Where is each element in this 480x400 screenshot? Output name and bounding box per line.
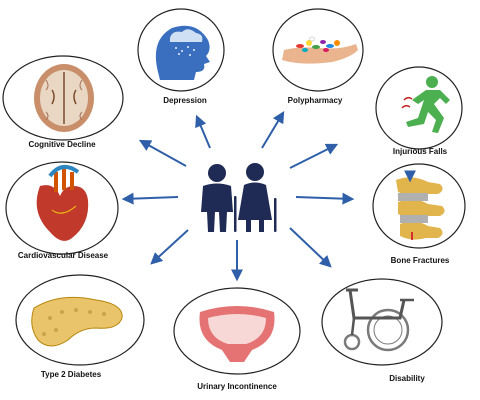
node-type-2-diabetes — [15, 274, 145, 366]
node-urinary-incontinence — [173, 287, 301, 375]
label-depression: Depression — [163, 96, 207, 105]
arrow-polypharmacy — [261, 110, 285, 149]
label-bone-fractures: Bone Fractures — [390, 256, 450, 265]
spine-vertebrae-icon — [396, 170, 445, 240]
arrow-cardiovascular-disease — [121, 192, 179, 205]
label-urinary-incontinence: Urinary Incontinence — [197, 382, 277, 391]
wheelchair-icon — [343, 288, 414, 352]
node-cardiovascular-disease — [5, 161, 119, 255]
pancreas-icon — [31, 296, 123, 347]
node-polypharmacy — [272, 8, 364, 92]
label-cognitive-decline: Cognitive Decline — [28, 140, 96, 149]
node-injurious-falls — [375, 66, 463, 150]
label-injurious-falls: Injurious Falls — [392, 147, 448, 156]
falling-person-icon — [401, 76, 450, 133]
label-disability: Disability — [389, 374, 425, 383]
hand-pills-icon — [282, 36, 358, 64]
arrows — [121, 110, 355, 282]
arrow-bone-fractures — [295, 192, 355, 205]
arrow-type-2-diabetes — [150, 229, 189, 265]
node-cognitive-decline — [2, 55, 124, 141]
arrow-disability — [289, 227, 332, 268]
brain-icon — [34, 64, 94, 132]
label-polypharmacy: Polypharmacy — [287, 96, 343, 105]
elderly-couple-icon — [201, 163, 277, 232]
label-type-2-diabetes: Type 2 Diabetes — [40, 370, 102, 379]
bladder-icon — [199, 306, 275, 362]
heart-icon — [36, 164, 89, 241]
node-disability — [321, 278, 443, 366]
node-bone-fractures — [372, 163, 466, 249]
label-cardiovascular-disease: Cardiovascular Disease — [17, 251, 109, 260]
node-depression — [137, 8, 225, 92]
arrow-depression — [195, 114, 211, 149]
arrow-cognitive-decline — [138, 139, 187, 167]
arrow-injurious-falls — [289, 143, 339, 169]
head-rain-cloud-icon — [155, 25, 210, 80]
